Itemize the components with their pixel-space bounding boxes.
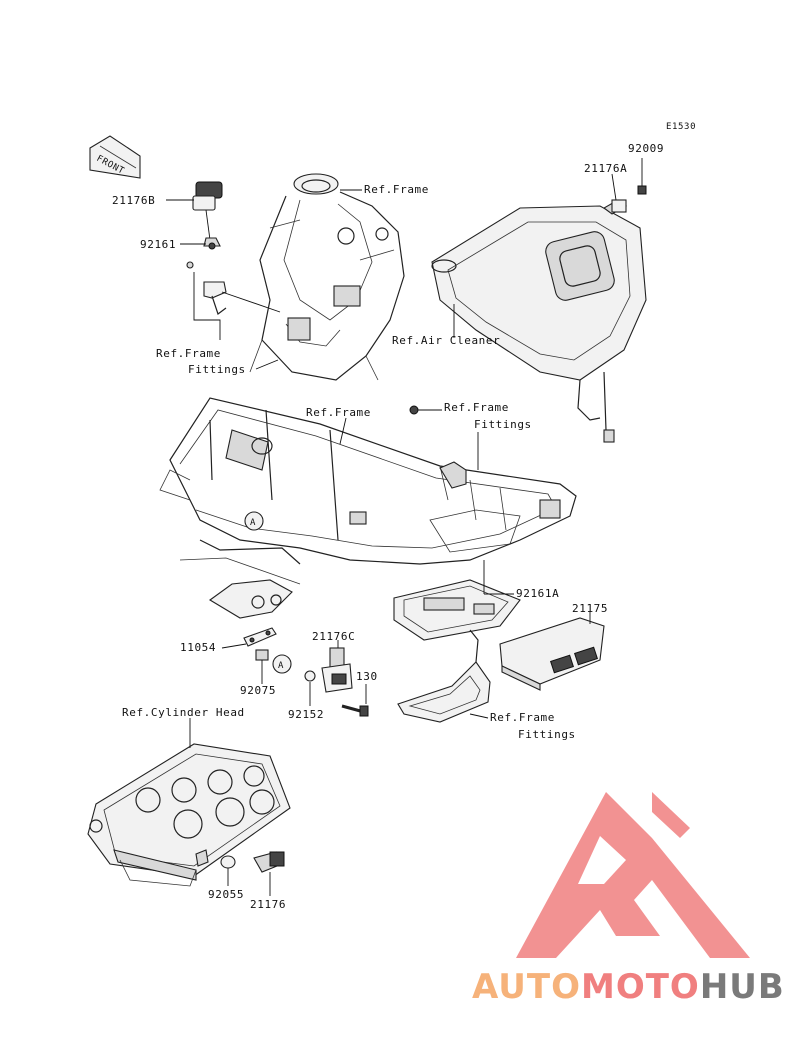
label-130: 130 xyxy=(356,670,378,683)
label-ref-frame-top: Ref.Frame xyxy=(364,183,429,196)
sensor-21176c-drawing xyxy=(321,647,353,693)
callout-a-2: A xyxy=(278,661,284,671)
plate-11054-drawing xyxy=(243,627,277,647)
svg-text:AUTOMOTOHUB: AUTOMOTOHUB xyxy=(472,967,785,1007)
sensor-21176b-drawing xyxy=(186,181,227,315)
bolt-92009-icon xyxy=(637,185,647,195)
cylinder-head-drawing xyxy=(87,743,291,887)
front-arrow-icon: FRONT xyxy=(89,135,141,179)
watermark-auto: AUTO xyxy=(472,967,581,1007)
label-21176a: 21176A xyxy=(584,162,627,175)
label-92161: 92161 xyxy=(140,238,176,251)
watermark-moto: MOTO xyxy=(581,967,700,1007)
label-21176b: 21176B xyxy=(112,194,155,207)
label-92009: 92009 xyxy=(628,142,664,155)
label-11054: 11054 xyxy=(180,641,216,654)
label-ref-frame-fittings-3a: Ref.Frame xyxy=(490,711,555,724)
callout-a-circle-2 xyxy=(272,654,292,674)
callout-a-circle-1 xyxy=(244,511,264,531)
label-ref-frame-fittings-2a: Ref.Frame xyxy=(444,401,509,414)
label-ref-frame-mid: Ref.Frame xyxy=(306,406,371,419)
label-ref-air-cleaner: Ref.Air Cleaner xyxy=(392,334,500,347)
washer-92055-icon xyxy=(220,855,236,869)
automotohub-logo-icon xyxy=(516,792,750,958)
label-ref-frame-fittings-1a: Ref.Frame xyxy=(156,347,221,360)
label-92055: 92055 xyxy=(208,888,244,901)
washer-92152-icon xyxy=(304,670,316,682)
label-ref-frame-fittings-3b: Fittings xyxy=(518,728,576,741)
watermark-hub: HUB xyxy=(700,967,785,1007)
label-21176c: 21176C xyxy=(312,630,355,643)
bolt-130-drawing xyxy=(341,704,369,717)
sensor-21176-drawing xyxy=(253,851,285,873)
callout-a-1: A xyxy=(250,518,256,528)
figure-code: E1530 xyxy=(666,122,696,132)
bolt-ref-frame-icon xyxy=(409,405,419,415)
label-ref-cylinder-head: Ref.Cylinder Head xyxy=(122,706,245,719)
frame-head-drawing xyxy=(249,173,405,381)
label-92075: 92075 xyxy=(240,684,276,697)
air-cleaner-drawing xyxy=(431,199,647,443)
nut-92075-icon xyxy=(255,649,269,661)
ecu-holder-drawing xyxy=(393,579,521,641)
label-21176: 21176 xyxy=(250,898,286,911)
label-21175: 21175 xyxy=(572,602,608,615)
main-frame-drawing xyxy=(159,397,577,619)
label-92152: 92152 xyxy=(288,708,324,721)
lower-bracket-drawing xyxy=(397,629,491,723)
label-92161a: 92161A xyxy=(516,587,559,600)
automotohub-watermark: AUTOMOTOHUB xyxy=(472,792,785,1007)
label-ref-frame-fittings-2b: Fittings xyxy=(474,418,532,431)
ecu-21175-drawing xyxy=(499,617,605,691)
label-ref-frame-fittings-1b: Fittings xyxy=(188,363,246,376)
